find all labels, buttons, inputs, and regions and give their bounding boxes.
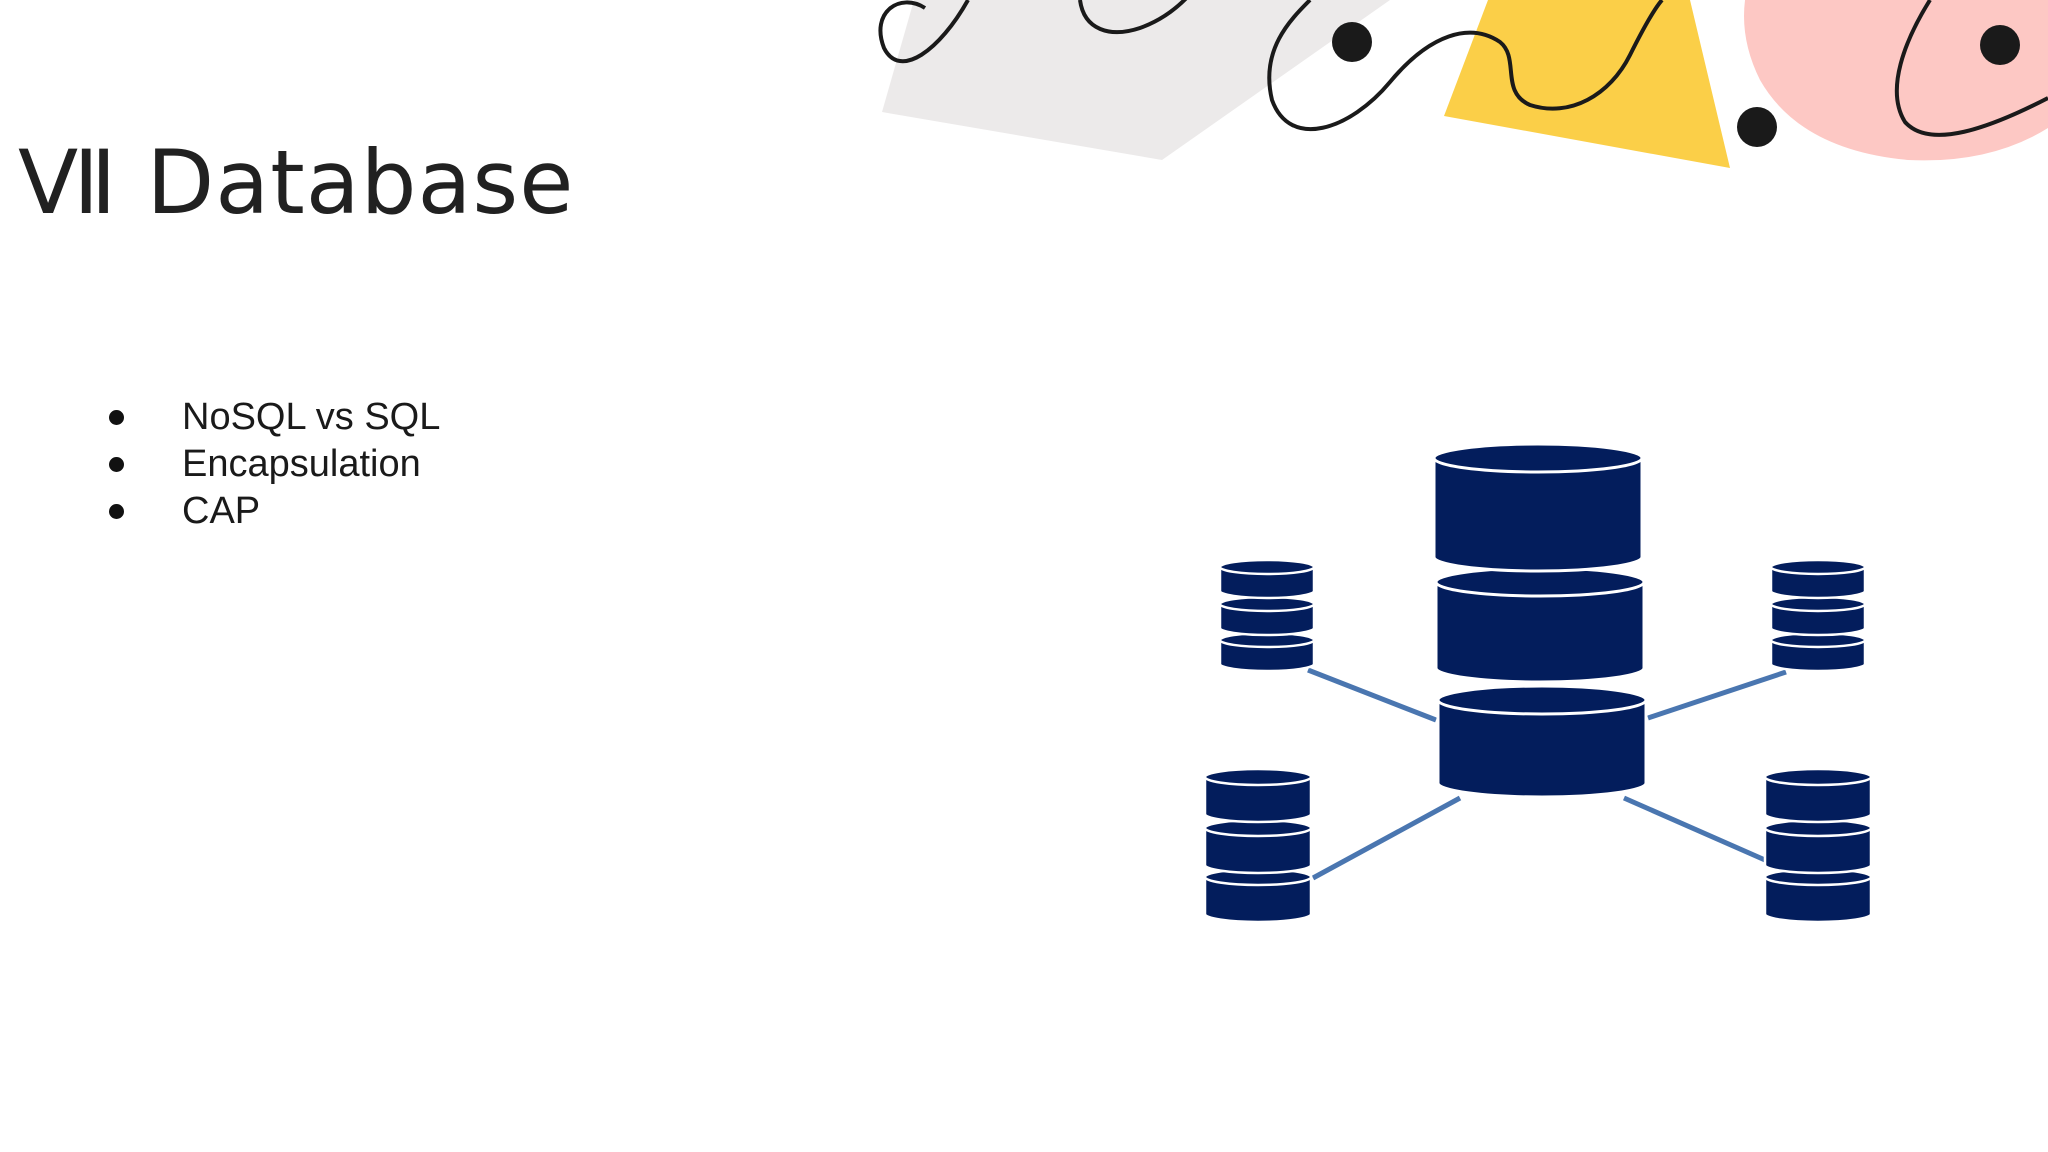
black-dot-1: [1332, 22, 1372, 62]
squiggle-line-4: [1894, 0, 2048, 137]
squiggle-line-3: [1267, 0, 1664, 132]
db-disk: [1763, 875, 1873, 924]
db-disk-top: [1763, 767, 1873, 787]
bullet-text: CAP: [182, 490, 261, 532]
black-dot-2: [1737, 107, 1777, 147]
db-disk: [1763, 775, 1873, 824]
connector-top-right: [1647, 669, 1787, 721]
database-icon-bottom-right: [1763, 767, 1873, 924]
db-disk: [1203, 826, 1313, 875]
gray-shape: [882, 0, 1390, 160]
db-disk: [1218, 638, 1316, 673]
bullet-text: Encapsulation: [182, 443, 421, 485]
bullet-item-cap: CAP: [105, 488, 440, 535]
db-disk-top: [1203, 767, 1313, 787]
central-db-tier-top-top: [1432, 442, 1644, 474]
db-disk: [1203, 775, 1313, 824]
bullet-text: NoSQL vs SQL: [182, 396, 441, 438]
bullet-dot-icon: [109, 457, 124, 472]
black-dot-3: [1980, 25, 2020, 65]
bullet-list: NoSQL vs SQL Encapsulation CAP: [105, 394, 440, 535]
db-disk: [1218, 602, 1316, 637]
db-disk: [1763, 826, 1873, 875]
connector-bottom-left: [1311, 795, 1462, 881]
bullet-dot-icon: [109, 504, 124, 519]
database-icon-bottom-left: [1203, 767, 1313, 924]
connector-lines: [1307, 667, 1787, 881]
connector-top-left: [1307, 667, 1437, 723]
db-disk-top: [1769, 558, 1867, 576]
decorative-shapes: [878, 0, 2048, 168]
squiggle-line-1: [878, 0, 970, 64]
yellow-triangle: [1444, 0, 1730, 168]
central-db-tier-bottom-top: [1436, 684, 1648, 716]
db-disk: [1769, 602, 1867, 637]
db-disk: [1769, 638, 1867, 673]
distributed-database-icon: [1203, 442, 1873, 924]
central-db-tier-top: [1432, 456, 1644, 573]
squiggle-line-2: [1078, 0, 1188, 35]
database-icon-top-left: [1218, 558, 1316, 673]
db-disk: [1769, 565, 1867, 600]
db-disk: [1218, 565, 1316, 600]
bullet-item-encapsulation: Encapsulation: [105, 441, 440, 488]
database-icon-top-right: [1769, 558, 1867, 673]
db-disk-top: [1218, 558, 1316, 576]
bullet-dot-icon: [109, 410, 124, 425]
central-db-tier-middle: [1434, 580, 1646, 684]
db-disk: [1203, 875, 1313, 924]
connector-bottom-right: [1622, 795, 1767, 863]
slide-title: Ⅶ Database: [18, 131, 575, 234]
bullet-item-nosql: NoSQL vs SQL: [105, 394, 440, 441]
central-database-icon: [1432, 442, 1648, 799]
central-db-tier-bottom: [1436, 698, 1648, 799]
